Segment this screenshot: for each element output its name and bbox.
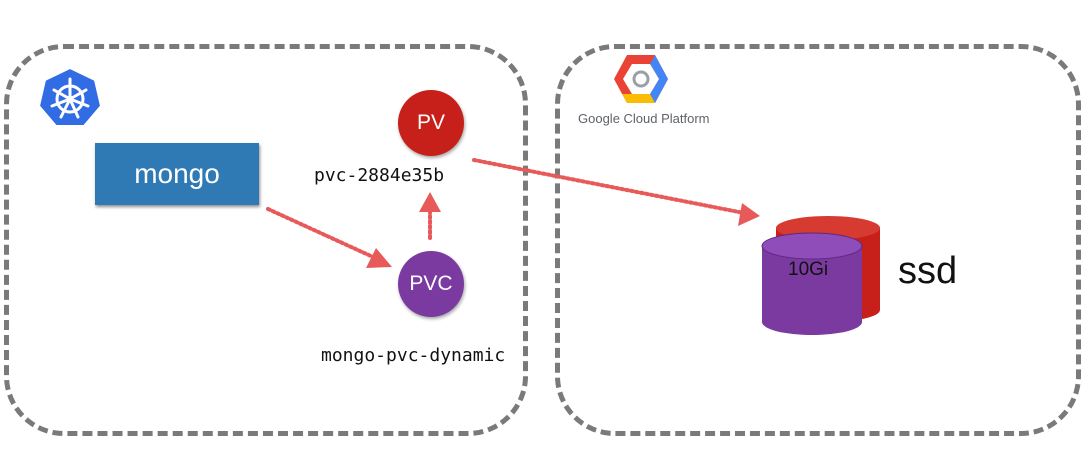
kubernetes-helm-icon — [37, 66, 103, 127]
google-cloud-hexagon-icon — [614, 55, 668, 103]
gcp-region — [555, 44, 1081, 436]
pvc-to-pv-arrowhead — [419, 192, 441, 212]
pv-label: PV — [416, 111, 445, 134]
pv-name-label: pvc-2884e35b — [314, 165, 445, 186]
disk-size-label: 10Gi — [788, 259, 829, 280]
gcp-label: Google Cloud Platform — [578, 111, 710, 126]
pvc-name-label: mongo-pvc-dynamic — [321, 345, 506, 366]
pv-node: PV — [398, 90, 464, 156]
disk-type-label: ssd — [898, 250, 958, 292]
mongo-label: mongo — [134, 158, 220, 189]
pvc-node: PVC — [398, 251, 464, 317]
pv-to-disk-arrow-line — [472, 158, 746, 215]
pv-to-disk-arrowhead — [738, 203, 760, 226]
pvc-label: PVC — [409, 272, 453, 295]
mongo-to-pvc-arrow-line — [266, 207, 386, 264]
mongo-pod: mongo — [95, 143, 259, 205]
mongo-to-pvc-arrowhead — [366, 248, 392, 268]
kubernetes-region — [4, 44, 528, 436]
